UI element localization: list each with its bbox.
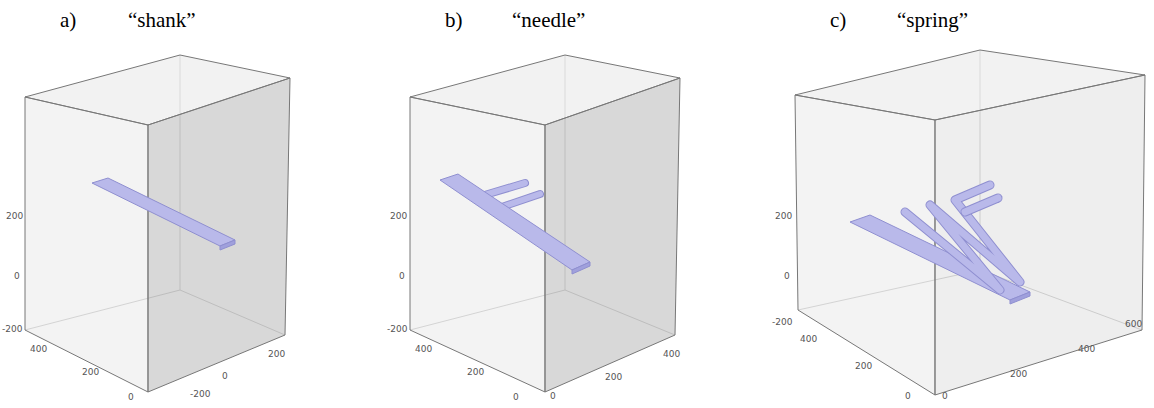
axis-tick: 400: [1078, 345, 1095, 354]
panel-title: b): [445, 10, 463, 31]
axis-tick: 400: [663, 350, 680, 359]
panel-title: “spring”: [897, 10, 968, 31]
axis-tick: 200: [775, 212, 792, 221]
axis-tick: -200: [387, 325, 407, 334]
axis-tick: 0: [942, 392, 948, 401]
axis-tick: -200: [772, 318, 792, 327]
cube-a: [25, 55, 290, 392]
axis-tick: 200: [390, 212, 407, 221]
axis-tick: 400: [415, 345, 432, 354]
axis-tick: 200: [467, 368, 484, 377]
panel-title: c): [830, 10, 846, 31]
axis-tick: 0: [550, 392, 556, 401]
axis-tick: 0: [905, 392, 911, 401]
axis-tick: 600: [1125, 320, 1142, 329]
axis-tick: 400: [800, 335, 817, 344]
panel-title: a): [60, 10, 76, 31]
axis-tick: -200: [190, 390, 210, 399]
axis-tick: 200: [6, 212, 23, 221]
axis-tick: -200: [2, 325, 22, 334]
axis-tick: 200: [268, 350, 285, 359]
axis-tick: 0: [222, 372, 228, 381]
cube-b: [410, 55, 680, 392]
axis-tick: 0: [784, 272, 790, 281]
panel-title: “shank”: [128, 10, 196, 31]
axis-tick: 0: [513, 393, 519, 402]
axis-tick: 200: [855, 362, 872, 371]
axis-tick: 0: [128, 393, 134, 402]
axis-tick: 0: [399, 272, 405, 281]
axis-tick: 0: [14, 272, 20, 281]
axis-tick: 200: [82, 368, 99, 377]
panel-title: “needle”: [512, 10, 585, 31]
axis-tick: 200: [1010, 370, 1027, 379]
axis-tick: 200: [605, 373, 622, 382]
axis-tick: 400: [30, 345, 47, 354]
cube-c: [795, 50, 1145, 395]
